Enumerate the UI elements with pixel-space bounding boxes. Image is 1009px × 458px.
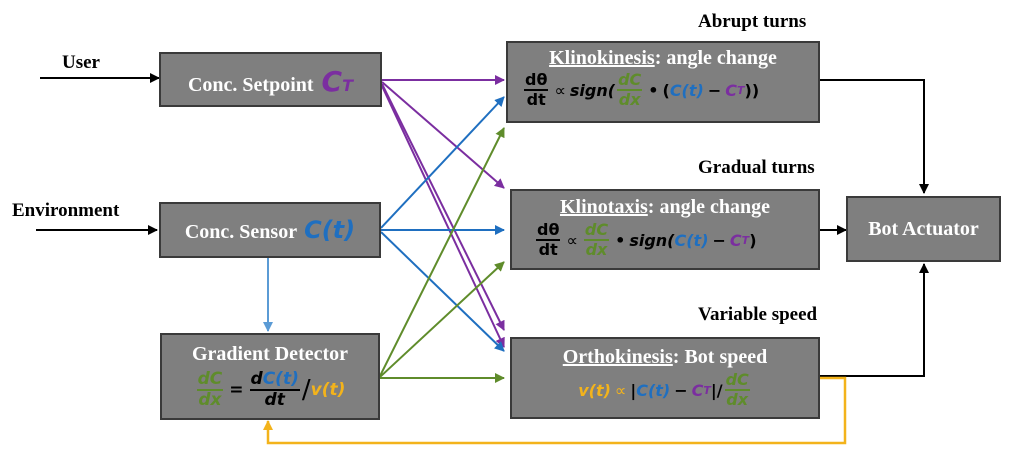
arrow-setpoint-to-orthokinesis-a	[381, 83, 505, 331]
sensor-label: Conc. Sensor	[184, 221, 298, 243]
gradient-detector-title: Gradient Detector	[191, 343, 349, 365]
conc-setpoint-box: Conc. Setpoint C T	[159, 52, 382, 107]
arrow-klinokinesis-to-actuator	[820, 79, 929, 194]
variable-speed-header: Variable speed	[698, 304, 818, 325]
arrow-setpoint-to-orthokinesis-b	[381, 85, 505, 348]
arrow-gradient-to-klinokinesis	[379, 127, 505, 377]
bot-actuator-label: Bot Actuator	[868, 218, 979, 240]
arrow-setpoint-to-klinotaxis	[381, 81, 505, 189]
sensor-symbol: C(t)	[304, 216, 356, 244]
abrupt-turns-header: Abrupt turns	[698, 11, 807, 32]
arrow-orthokinesis-to-actuator	[820, 263, 929, 377]
setpoint-label: Conc. Setpoint	[187, 74, 314, 96]
setpoint-subscript: T	[342, 76, 354, 95]
arrow-orthokinesis-feedback-to-gradient	[263, 376, 847, 445]
arrow-gradient-to-klinotaxis	[379, 261, 505, 378]
gradual-turns-header: Gradual turns	[698, 157, 815, 178]
klinokinesis-title: Klinokinesis: angle change	[549, 47, 777, 69]
bot-actuator-box: Bot Actuator	[846, 196, 1001, 262]
orthokinesis-title: Orthokinesis: Bot speed	[562, 346, 768, 368]
conc-sensor-box: Conc. Sensor C(t)	[159, 202, 381, 258]
arrow-sensor-to-orthokinesis	[380, 231, 505, 352]
environment-label: Environment	[12, 200, 120, 221]
orthokinesis-box: Orthokinesis: Bot speed v(t) ∝ | C(t) − …	[510, 337, 820, 419]
user-label: User	[62, 52, 100, 73]
arrow-sensor-to-klinokinesis	[380, 96, 505, 229]
setpoint-symbol: C	[321, 65, 343, 98]
klinotaxis-title: Klinotaxis: angle change	[559, 196, 770, 218]
